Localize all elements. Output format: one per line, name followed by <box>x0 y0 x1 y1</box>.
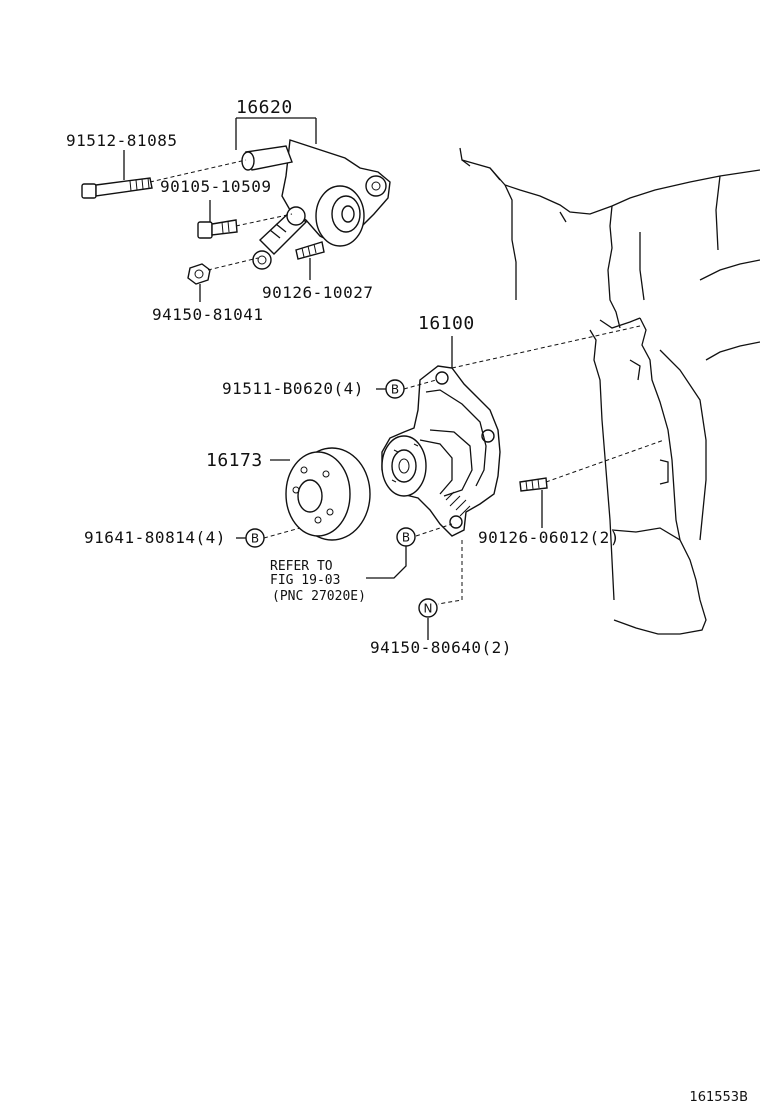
callout-90105-10509: 90105-10509 <box>160 177 271 196</box>
callout-94150-80640: 94150-80640(2) <box>370 638 512 657</box>
stud-part <box>295 241 325 260</box>
illustration-id: 161553B <box>689 1090 748 1105</box>
short-bolt-part <box>197 219 238 239</box>
svg-text:B: B <box>391 383 399 397</box>
symbol-b-2: B <box>245 528 265 548</box>
svg-text:N: N <box>424 602 433 616</box>
callout-91512-81085: 91512-81085 <box>66 131 177 150</box>
symbol-b-3: B <box>396 527 416 547</box>
pump-stud-part <box>519 477 548 492</box>
callout-94150-81041: 94150-81041 <box>152 305 263 324</box>
reference-note-line3: (PNC 27020E) <box>272 589 366 604</box>
callout-90126-10027: 90126-10027 <box>262 283 373 302</box>
symbol-b-1: B <box>385 379 405 399</box>
svg-text:B: B <box>251 532 259 546</box>
callout-91511-b0620: 91511-B0620(4) <box>222 379 364 398</box>
tensioner-assembly <box>241 139 391 270</box>
callout-90126-06012: 90126-06012(2) <box>478 528 620 547</box>
svg-text:B: B <box>402 531 410 545</box>
engine-block-outline <box>459 147 760 635</box>
reference-note-line2: FIG 19-03 <box>270 573 340 588</box>
reference-note-line1: REFER TO <box>270 559 333 574</box>
callout-16620: 16620 <box>236 97 293 118</box>
leader-lines-lower <box>236 325 665 640</box>
water-pump-body <box>381 365 501 537</box>
callout-16173: 16173 <box>206 450 263 471</box>
long-bolt-part <box>81 177 153 199</box>
callout-16100: 16100 <box>418 313 475 334</box>
callout-91641-80814: 91641-80814(4) <box>84 528 226 547</box>
leader-lines-upper <box>123 117 317 302</box>
symbol-n: N <box>418 598 438 618</box>
nut-part <box>187 263 211 285</box>
water-pump-pulley <box>285 447 371 541</box>
